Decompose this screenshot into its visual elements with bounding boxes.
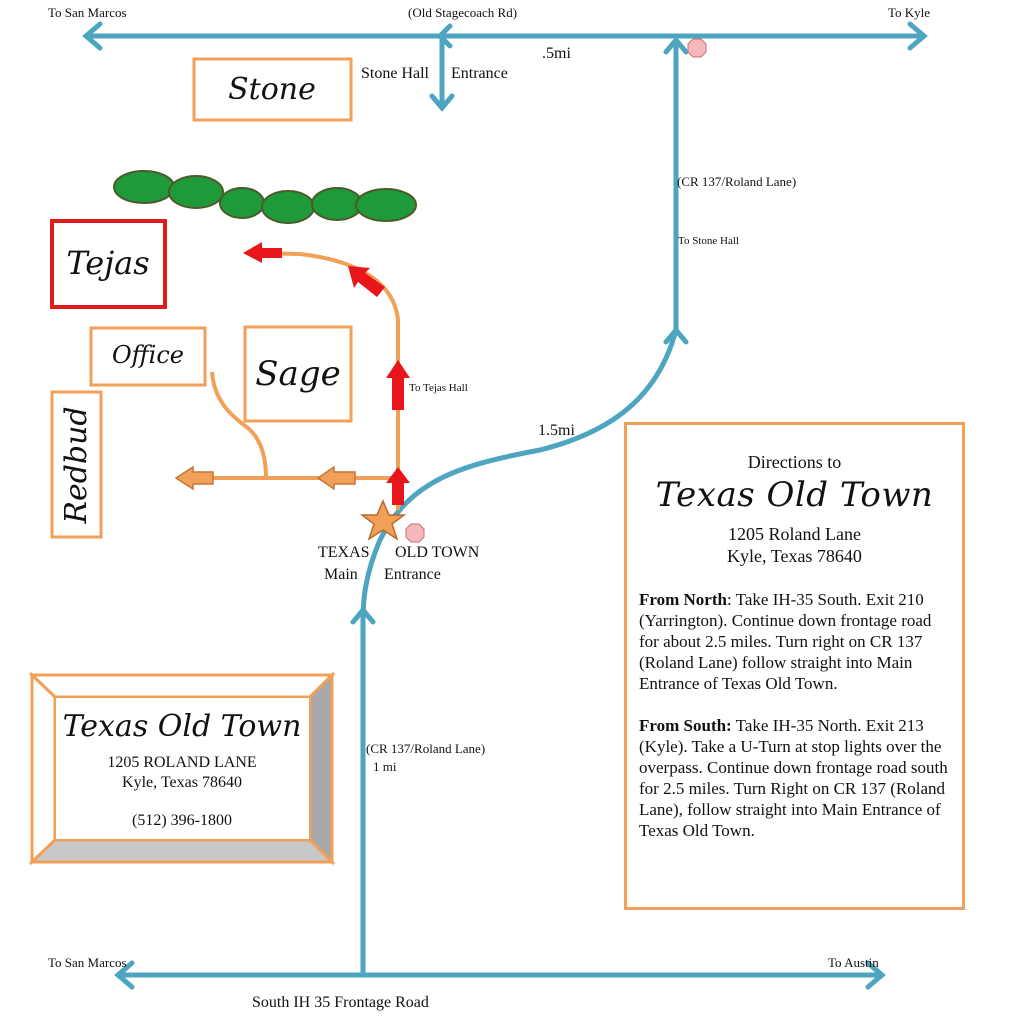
- address-city: Kyle, Texas 78640: [122, 774, 242, 791]
- directions-city: Kyle, Texas 78640: [727, 546, 862, 566]
- directions-title: Texas Old Town: [655, 475, 934, 515]
- red-arrow-left: [243, 242, 282, 263]
- main-entrance-star-icon: [359, 499, 407, 541]
- entrance-label: Entrance: [384, 566, 441, 583]
- building-label: Office: [112, 341, 184, 369]
- address-card-title: Texas Old Town: [63, 709, 302, 744]
- directions-from-north: From North: Take IH-35 South. Exit 210 (…: [639, 590, 932, 693]
- cr137-label: (CR 137/Roland Lane): [677, 174, 796, 189]
- tree-line: [113, 170, 417, 224]
- red-arrow-up: [386, 467, 410, 505]
- building-label: Tejas: [66, 244, 149, 282]
- distance-label: 1 mi: [373, 759, 397, 774]
- cr137-road: [350, 36, 689, 978]
- directions-from-south: From South: Take IH-35 North. Exit 213 (…: [639, 716, 948, 840]
- old-stagecoach-road: [82, 21, 928, 112]
- stop-sign-icon: [405, 523, 425, 543]
- red-arrow-up: [386, 360, 410, 410]
- entrance-label: TEXAS: [318, 544, 370, 561]
- building-label: Sage: [255, 354, 340, 394]
- building-tejas[interactable]: Tejas: [50, 219, 167, 309]
- to-tejas-label: To Tejas Hall: [409, 382, 468, 394]
- building-stone[interactable]: Stone: [192, 57, 353, 122]
- address-card: Texas Old Town 1205 ROLAND LANE Kyle, Te…: [28, 671, 336, 866]
- entrance-label: OLD TOWN: [395, 544, 480, 561]
- stone-hall-entrance-label: Entrance: [451, 65, 508, 82]
- to-stone-hall-label: To Stone Hall: [678, 235, 739, 247]
- address-phone: (512) 396-1800: [132, 812, 232, 829]
- to-san-marcos-label: To San Marcos: [48, 5, 127, 20]
- building-label: Stone: [228, 72, 316, 107]
- to-san-marcos-label: To San Marcos: [48, 955, 127, 970]
- building-sage[interactable]: Sage: [243, 325, 353, 423]
- stop-sign-icon: [687, 38, 707, 58]
- cr137-label: (CR 137/Roland Lane): [366, 741, 485, 756]
- distance-label: .5mi: [542, 45, 571, 62]
- stone-hall-entrance-label: Stone Hall: [361, 65, 430, 82]
- frontage-road-label: South IH 35 Frontage Road: [252, 994, 429, 1011]
- address-street: 1205 ROLAND LANE: [107, 754, 256, 771]
- walking-paths: [174, 242, 410, 510]
- path-arrow-left: [174, 465, 214, 491]
- directions-heading: Directions to: [747, 452, 842, 472]
- ih35-frontage-road: [114, 960, 886, 990]
- building-label: Redbud: [59, 406, 94, 524]
- to-kyle-label: To Kyle: [888, 5, 930, 20]
- directions-street: 1205 Roland Lane: [728, 524, 861, 544]
- entrance-label: Main: [324, 566, 358, 583]
- red-arrow-up-left: [348, 266, 385, 297]
- path-arrow-left: [316, 465, 356, 491]
- building-office[interactable]: Office: [89, 326, 207, 387]
- to-austin-label: To Austin: [828, 955, 879, 970]
- directions-panel: Directions to Texas Old Town 1205 Roland…: [624, 422, 965, 910]
- old-stagecoach-label: (Old Stagecoach Rd): [408, 5, 517, 20]
- distance-label: 1.5mi: [538, 422, 575, 439]
- building-redbud[interactable]: Redbud: [50, 390, 103, 539]
